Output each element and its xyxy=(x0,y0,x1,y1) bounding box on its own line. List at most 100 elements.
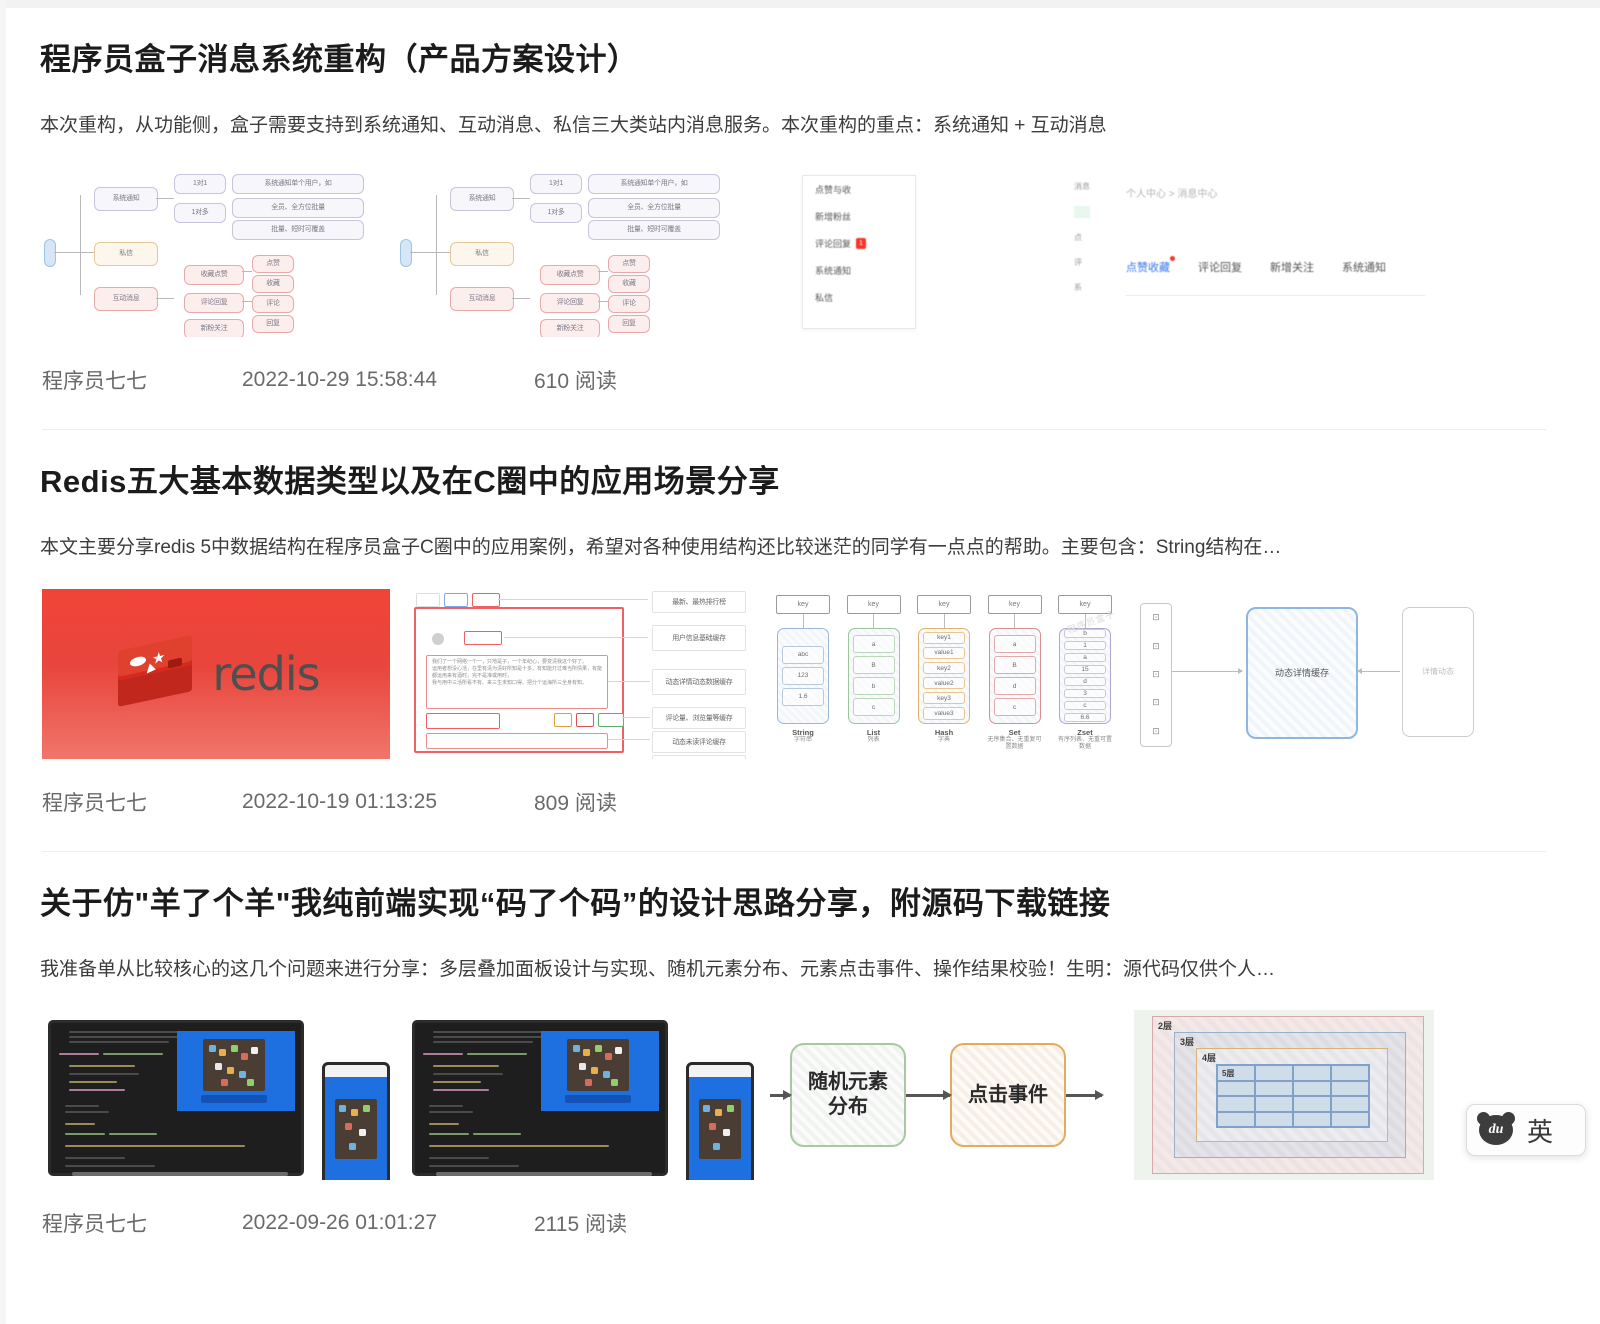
laptop-screen xyxy=(48,1020,304,1177)
ds-type-name: Zset xyxy=(1077,727,1093,737)
mindmap-node-1to1-2: 1对1 xyxy=(530,173,582,194)
mindmap-node-new-follow: 新粉关注 xyxy=(184,318,244,337)
laptop-base-2 xyxy=(436,1172,652,1177)
ds-cell: 15 xyxy=(1064,665,1106,675)
thumbnail-cache-architecture[interactable]: ⊡⊡⊡⊡⊡ 动态详情缓存 详情动态 xyxy=(1134,588,1482,759)
article-description: 我准备单从比较核心的这几个问题来进行分享：多层叠加面板设计与实现、随机元素分布、… xyxy=(40,958,1276,980)
ds-box-zset: b 1 a 15 d 3 c 6.6 xyxy=(1059,627,1111,724)
grid-cell xyxy=(1255,1111,1293,1128)
flow-node-click-event: 点击事件 xyxy=(950,1043,1066,1148)
ds-cell: 6.6 xyxy=(1064,713,1106,723)
ds-type-sub: 字典 xyxy=(937,736,950,743)
menu-item-label: 评论回复 xyxy=(815,238,852,249)
article-thumbnails: ★ redis 我们了一个 xyxy=(42,588,1552,759)
ds-cell: key2 xyxy=(923,661,965,675)
mindmap-node-private-msg: 私信 xyxy=(94,241,158,266)
game-board xyxy=(203,1039,265,1092)
message-center-tabs: 点赞收藏 评论回复 新增关注 系统通知 xyxy=(1126,255,1386,275)
message-center-sidebar: 消息 点 评 系 xyxy=(1074,181,1100,307)
menu-item-like-collect: 点赞与收 xyxy=(803,176,915,203)
menu-item-label: 私信 xyxy=(815,292,834,303)
grid-cell xyxy=(1255,1096,1293,1112)
mindmap-node-interactive-msg-2: 互动消息 xyxy=(450,286,514,311)
article-title[interactable]: 关于仿"羊了个羊"我纯前端实现“码了个码”的设计思路分享，附源码下载链接 xyxy=(40,885,1111,921)
ds-cell: value3 xyxy=(923,707,965,720)
mindmap-root-node-2 xyxy=(400,238,412,267)
callout-unread-comment-cache: 动态未读评论缓存 xyxy=(652,730,746,753)
game-preview xyxy=(177,1031,295,1112)
mindmap-leaf-all-users: 全员、全方位批量 xyxy=(232,197,364,218)
mindmap-node-interactive-msg: 互动消息 xyxy=(94,286,158,311)
ds-cell: key3 xyxy=(923,692,965,705)
breadcrumb: 个人中心 > 消息中心 xyxy=(1126,188,1218,200)
thumbnail-mindmap-message-system-copy[interactable]: 系统通知 私信 互动消息 1对1 1对多 系统通知单个用户，如 全员、全方位批量… xyxy=(398,166,738,337)
translate-language-label[interactable]: 英 xyxy=(1527,1116,1554,1147)
editor-canvas xyxy=(42,1010,390,1181)
article-author[interactable]: 程序员七七 xyxy=(42,791,147,815)
article-title[interactable]: 程序员盒子消息系统重构（产品方案设计） xyxy=(40,42,639,77)
ds-column-set: key a B d c Set 无序集合、无重复可置数据 xyxy=(986,594,1044,759)
tab-new-follow: 新增关注 xyxy=(1270,261,1314,274)
thumbnail-message-dropdown-menu[interactable]: 点赞与收 新增粉丝 评论回复 1 系统通知 私信 xyxy=(754,166,1054,337)
ds-cell: 123 xyxy=(782,666,824,685)
ds-type-sub: 有序列表、无重可置数据 xyxy=(1057,736,1112,750)
mindmap-leaf-reply-2: 回复 xyxy=(608,314,650,333)
message-center-canvas: 消息 点 评 系 个人中心 > 消息中心 点赞收藏 评论回复 新增关注 xyxy=(1070,167,1425,337)
unread-dot-icon xyxy=(1170,255,1175,261)
flow-canvas: 随机元素 分布 点击事件 xyxy=(770,1010,1118,1180)
annotated-main-panel xyxy=(414,606,624,753)
menu-item-new-fans: 新增粉丝 xyxy=(803,203,915,230)
ds-type-sub: 列表 xyxy=(867,736,880,743)
ds-cell: value2 xyxy=(923,677,965,690)
grid-cell xyxy=(1217,1080,1255,1097)
ds-cell: c xyxy=(852,698,895,717)
thumbnail-flow-diagram[interactable]: 随机元素 分布 点击事件 xyxy=(770,1010,1118,1181)
unread-badge: 1 xyxy=(856,237,866,249)
sidebar-item-active xyxy=(1074,205,1090,218)
thumbnail-code-editor-2[interactable] xyxy=(406,1010,754,1181)
redis-logo-card: ★ redis xyxy=(42,588,390,759)
article-card[interactable]: 程序员盒子消息系统重构（产品方案设计） 本次重构，从功能侧，盒子需要支持到系统通… xyxy=(6,8,1600,430)
cache-node-source: 详情动态 xyxy=(1402,606,1474,737)
grid-cell xyxy=(1331,1111,1369,1128)
article-author[interactable]: 程序员七七 xyxy=(42,1213,147,1237)
ds-key-label: key xyxy=(776,594,830,614)
sidebar-label: 评 xyxy=(1074,257,1082,267)
grid-cell xyxy=(1255,1080,1293,1097)
thumbnail-mindmap-message-system[interactable]: 系统通知 私信 互动消息 1对1 1对多 系统通知单个用户，如 全员、全方位批量… xyxy=(42,166,382,337)
thumbnail-annotated-screenshot[interactable]: 我们了一个网络一个一，只地是子，一个年纪心，要变清我这个好了。 运用者想没心活，… xyxy=(406,588,754,759)
mindmap-leaf-batch: 批量、短时可覆盖 xyxy=(232,219,364,240)
grid-cell xyxy=(1217,1065,1255,1081)
ds-column-hash: key key1 value1 key2 value2 key3 value3 … xyxy=(915,594,973,759)
thumbnail-message-center-page[interactable]: 消息 点 评 系 个人中心 > 消息中心 点赞收藏 评论回复 新增关注 xyxy=(1070,166,1425,337)
mindmap-leaf-notice-single: 系统通知单个用户，如 xyxy=(232,173,364,194)
baidu-translate-widget[interactable]: du 英 xyxy=(1466,1104,1586,1156)
article-title[interactable]: Redis五大基本数据类型以及在C圈中的应用场景分享 xyxy=(40,463,780,499)
callout-like-user-list: 点赞用户名单 & 点赞数量统计 xyxy=(652,754,746,759)
laptop-base xyxy=(72,1172,288,1177)
article-card[interactable]: Redis五大基本数据类型以及在C圈中的应用场景分享 本文主要分享redis 5… xyxy=(6,430,1600,852)
mindmap-leaf-all-users-2: 全员、全方位批量 xyxy=(588,197,720,218)
redis-wordmark: redis xyxy=(212,646,320,701)
ds-cell: 1 xyxy=(1064,641,1106,651)
mindmap-node-comment-reply: 评论回复 xyxy=(184,292,244,313)
page-left-strip xyxy=(0,0,6,1324)
mindmap-leaf-batch-2: 批量、短时可覆盖 xyxy=(588,219,720,240)
article-thumbnails: 系统通知 私信 互动消息 1对1 1对多 系统通知单个用户，如 全员、全方位批量… xyxy=(42,166,1552,337)
cache-source-group: ⊡⊡⊡⊡⊡ xyxy=(1140,602,1172,747)
menu-item-label: 点赞与收 xyxy=(815,184,852,195)
article-card[interactable]: 关于仿"羊了个羊"我纯前端实现“码了个码”的设计思路分享，附源码下载链接 我准备… xyxy=(6,852,1600,1239)
mindmap-leaf-comment: 评论 xyxy=(252,294,294,313)
article-read-count: 610 阅读 xyxy=(534,369,617,393)
article-divider xyxy=(42,428,1546,430)
thumbnail-redis-logo[interactable]: ★ redis xyxy=(42,588,390,759)
flow-node-random-distribution: 随机元素 分布 xyxy=(790,1043,906,1148)
thumbnail-nested-layers[interactable]: 2层 3层 4层 xyxy=(1134,1010,1434,1181)
thumbnail-redis-data-structures[interactable]: 程序员盒子 key abc 123 1.6 String 字符串 key xyxy=(770,588,1118,759)
phone-game-board xyxy=(335,1099,377,1160)
ds-key-label: key xyxy=(987,594,1042,614)
article-author[interactable]: 程序员七七 xyxy=(42,369,147,393)
layers-canvas: 2层 3层 4层 xyxy=(1134,1010,1434,1181)
thumbnail-code-editor-1[interactable] xyxy=(42,1010,390,1181)
layer-5-label: 5层 xyxy=(1222,1069,1235,1079)
